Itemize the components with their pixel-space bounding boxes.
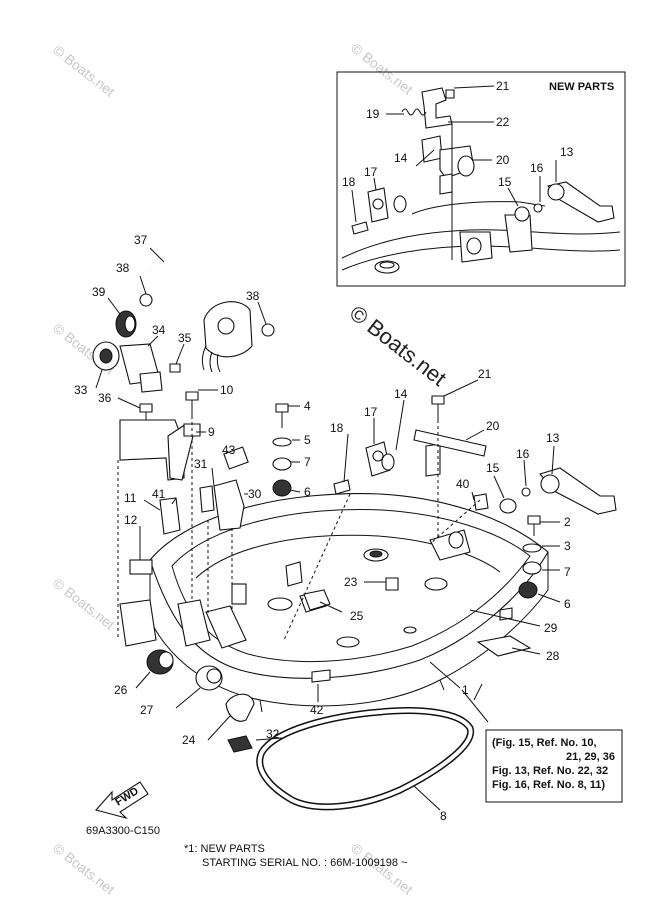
callout-7-right: 7 — [564, 565, 571, 579]
callout-18: 18 — [330, 421, 344, 435]
callout-35: 35 — [178, 331, 192, 345]
callout-26: 26 — [114, 683, 128, 697]
callout-30: 30 — [248, 487, 262, 501]
watermark-6: © Boats.net — [50, 840, 118, 898]
new-parts-inset: NEW PARTS — [336, 71, 626, 287]
reference-line-4: Fig. 16, Ref. No. 8, 11) — [492, 779, 605, 791]
callout-21: 21 — [478, 367, 492, 381]
callout-11: 11 — [124, 491, 137, 505]
callout-34: 34 — [152, 323, 166, 337]
callout-6-right: 6 — [564, 597, 571, 611]
callout-32: 32 — [266, 727, 280, 741]
callout-36: 36 — [98, 391, 112, 405]
callout-6-left: 6 — [304, 485, 311, 499]
callout-7-left: 7 — [304, 455, 311, 469]
callout-19: 19 — [366, 107, 380, 121]
diagram-code: 69A3300-C150 — [86, 825, 160, 837]
watermark-large: © Boats.net — [345, 300, 451, 391]
callout-12: 12 — [124, 513, 138, 527]
callout-17-inset: 17 — [364, 165, 378, 179]
callout-29: 29 — [544, 621, 558, 635]
callout-2: 2 — [564, 515, 571, 529]
callout-24: 24 — [182, 733, 196, 747]
callout-31: 31 — [194, 457, 208, 471]
callout-16: 16 — [516, 447, 530, 461]
callout-9: 9 — [208, 425, 215, 439]
callout-15-inset: 15 — [498, 175, 512, 189]
callout-18-inset: 18 — [342, 175, 356, 189]
reference-line-2: 21, 29, 36 — [566, 751, 615, 763]
upper-left-parts — [92, 293, 275, 426]
callout-numbers: 21 19 22 14 20 13 17 18 15 16 37 38 39 3… — [74, 79, 574, 823]
callout-38-right: 38 — [246, 289, 260, 303]
callout-42: 42 — [310, 703, 324, 717]
reference-line-3: Fig. 13, Ref. No. 22, 32 — [492, 765, 608, 777]
lower-grommets — [146, 649, 255, 753]
callout-3: 3 — [564, 539, 571, 553]
callout-17: 17 — [364, 405, 378, 419]
callout-25: 25 — [350, 609, 364, 623]
callout-13-inset: 13 — [560, 145, 574, 159]
callout-37: 37 — [134, 233, 148, 247]
watermark-1: © Boats.net — [50, 42, 118, 100]
reference-box: (Fig. 15, Ref. No. 10, 21, 29, 36 Fig. 1… — [485, 729, 623, 803]
new-parts-title: NEW PARTS — [549, 81, 614, 93]
callout-41: 41 — [152, 487, 166, 501]
callout-5: 5 — [304, 433, 311, 447]
callout-15: 15 — [486, 461, 500, 475]
callout-22: 22 — [496, 115, 510, 129]
watermark-4: © Boats.net — [50, 575, 118, 633]
callout-10: 10 — [220, 383, 234, 397]
callout-20: 20 — [486, 419, 500, 433]
callout-21-inset: 21 — [496, 79, 510, 93]
fuel-hose — [147, 219, 319, 325]
fwd-arrow: FWD — [94, 781, 149, 820]
callout-39: 39 — [92, 285, 106, 299]
callout-28: 28 — [546, 649, 560, 663]
callout-27: 27 — [140, 703, 154, 717]
callout-16-inset: 16 — [530, 161, 544, 175]
callout-40: 40 — [456, 477, 470, 491]
callout-38-left: 38 — [116, 261, 130, 275]
callout-8: 8 — [440, 809, 447, 823]
callout-1: 1 — [462, 683, 469, 697]
leader-lines — [95, 85, 561, 811]
callout-4: 4 — [304, 399, 311, 413]
watermark-2: © Boats.net — [348, 40, 416, 98]
shift-lever-group — [129, 391, 617, 657]
callout-14-inset: 14 — [394, 151, 408, 165]
callout-33: 33 — [74, 383, 88, 397]
reference-line-1: (Fig. 15, Ref. No. 10, — [492, 737, 597, 749]
seal-ring — [256, 707, 475, 811]
callout-23: 23 — [344, 575, 358, 589]
bottom-cowling — [119, 419, 549, 713]
callout-20-inset: 20 — [496, 153, 510, 167]
callout-14: 14 — [394, 387, 408, 401]
callout-13: 13 — [546, 431, 560, 445]
footnote-line-1: *1: NEW PARTS — [184, 843, 265, 855]
footnote-line-2: STARTING SERIAL NO. : 66M-1009198 ~ — [202, 857, 408, 869]
callout-43: 43 — [222, 443, 236, 457]
